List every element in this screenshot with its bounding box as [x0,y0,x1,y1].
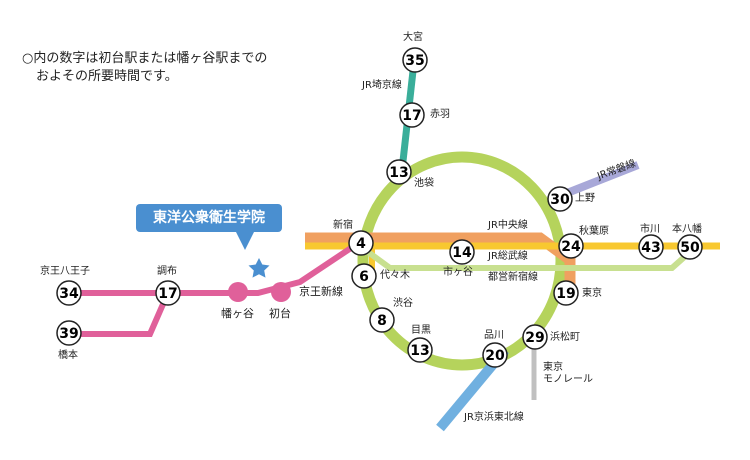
line-label-toei-shinjuku: 都営新宿線 [488,272,538,283]
hatagaya-station [228,282,248,302]
school-marker [248,258,270,278]
svg-text:50: 50 [680,240,700,256]
svg-text:30: 30 [550,192,570,208]
station-shibuya: 8 [369,307,395,333]
station-motoyawata: 50 [677,234,703,260]
svg-text:20: 20 [485,348,505,364]
hatsudai-station [271,282,291,302]
label-ichikawa: 市川 [640,224,660,235]
svg-text:43: 43 [641,240,660,256]
joban-line [560,161,640,199]
svg-text:24: 24 [561,239,581,255]
label-hatagaya: 幡ヶ谷 [221,307,254,320]
station-shinjuku: 4 [348,230,374,256]
station-hachioji: 34 [56,280,82,306]
keio-sagamihara-line [70,293,170,337]
station-shinagawa: 20 [482,342,508,368]
line-label-chuo: JR中央線 [488,220,528,231]
label-hachioji: 京王八王子 [40,266,90,277]
station-omiya: 35 [402,47,428,73]
label-shinagawa: 品川 [484,330,504,341]
school-callout: 東洋公衆衛生学院 [136,204,282,250]
label-yoyogi: 代々木 [380,270,410,281]
svg-text:17: 17 [158,286,177,302]
label-motoyawata: 本八幡 [672,224,702,235]
svg-text:17: 17 [402,108,421,124]
label-meguro: 目黒 [411,325,431,336]
toei-shinjuku-line [366,249,692,271]
station-chofu: 17 [155,280,181,306]
label-ikebukuro: 池袋 [414,178,434,189]
label-omiya: 大宮 [403,32,423,43]
svg-text:35: 35 [405,53,424,69]
station-ichikawa: 43 [638,234,664,260]
svg-text:34: 34 [59,286,79,302]
station-tokyo: 19 [553,280,579,306]
station-yoyogi: 6 [351,263,377,289]
label-akihabara: 秋葉原 [579,226,609,237]
line-label-sobu: JR総武線 [488,251,528,262]
station-ichigaya: 14 [449,239,475,265]
svg-text:39: 39 [59,326,78,342]
line-label-saikyo: JR埼京線 [362,80,402,91]
label-shibuya: 渋谷 [393,298,413,309]
svg-text:13: 13 [389,165,408,181]
svg-text:6: 6 [359,269,369,285]
svg-text:4: 4 [356,236,366,252]
label-akabane: 赤羽 [430,109,450,120]
svg-text:13: 13 [410,343,429,359]
station-ueno: 30 [547,186,573,212]
line-label-monorail: 東京 モノレール [543,362,593,385]
svg-text:8: 8 [377,313,387,329]
label-hashimoto: 橋本 [58,350,78,361]
station-hashimoto: 39 [56,320,82,346]
svg-text:29: 29 [525,330,544,346]
label-ueno: 上野 [575,193,595,204]
svg-text:14: 14 [452,245,472,261]
station-akihabara: 24 [558,233,584,259]
line-label-keihin: JR京浜東北線 [464,412,524,423]
label-hatsudai: 初台 [269,307,291,320]
legend-note-line2: およその所要時間です。 [36,69,178,84]
label-hamamatsucho: 浜松町 [550,332,580,343]
legend-note-line1: ○内の数字は初台駅または幡ヶ谷駅までの [22,51,268,66]
label-ichigaya: 市ヶ谷 [443,267,473,278]
station-akabane: 17 [399,102,425,128]
station-ikebukuro: 13 [386,159,412,185]
label-shinjuku: 新宿 [333,220,353,231]
label-tokyo: 東京 [582,288,602,299]
station-hamamatsucho: 29 [522,324,548,350]
svg-text:19: 19 [556,286,575,302]
yamanote-line [357,151,567,371]
legend-note: ○内の数字は初台駅または幡ヶ谷駅までの およその所要時間です。 [22,50,267,86]
label-chofu: 調布 [157,266,177,277]
station-meguro: 13 [407,337,433,363]
line-label-keio-new: 京王新線 [299,285,343,298]
